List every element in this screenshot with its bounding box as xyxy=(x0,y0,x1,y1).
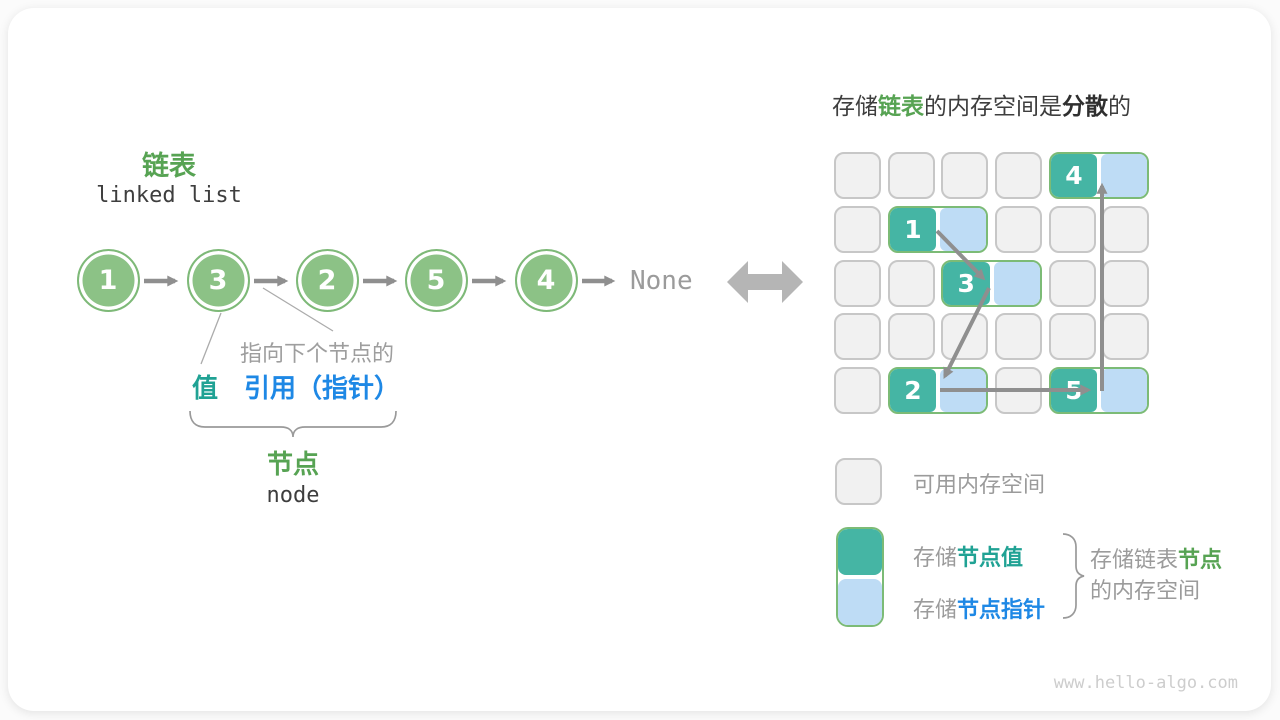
legend-node-pair-swatch xyxy=(836,527,884,627)
value-label: 值 xyxy=(192,374,219,404)
legend-group-label: 存储链表节点 的内存空间 xyxy=(1090,545,1222,607)
memory-free-cell xyxy=(1102,313,1149,360)
memory-node-pair: 1 xyxy=(888,206,988,253)
legend-value-label: 存储节点值 xyxy=(913,540,1023,572)
memory-free-cell xyxy=(941,313,988,360)
memory-free-cell xyxy=(995,313,1042,360)
memory-free-cell xyxy=(888,260,935,307)
legend-pointer-swatch xyxy=(838,579,882,625)
node-value: 5 xyxy=(426,265,446,296)
memory-node-value: 1 xyxy=(890,208,936,251)
memory-free-cell xyxy=(995,152,1042,199)
pointer-note-label: 指向下个节点的 xyxy=(240,342,395,367)
legend-group-line2: 的内存空间 xyxy=(1090,579,1201,604)
legend-pointer-term: 节点指针 xyxy=(957,598,1046,623)
memory-free-cell xyxy=(941,152,988,199)
memory-node-pair: 5 xyxy=(1049,367,1149,414)
memory-free-cell xyxy=(995,367,1042,414)
memory-title: 存储链表的内存空间是分散的 xyxy=(832,87,1131,121)
memory-title-prefix: 存储 xyxy=(832,94,878,120)
memory-free-cell xyxy=(834,313,881,360)
memory-free-cell xyxy=(1102,206,1149,253)
memory-free-cell xyxy=(834,206,881,253)
node-label-cn: 节点 xyxy=(266,450,319,480)
memory-free-cell xyxy=(1102,260,1149,307)
linked-list-node: 2 xyxy=(295,249,359,312)
node-value: 4 xyxy=(536,265,556,296)
memory-node-pointer xyxy=(940,208,986,251)
linked-list-heading-en: linked list xyxy=(96,183,242,208)
node-value: 2 xyxy=(317,265,337,296)
memory-node-value: 5 xyxy=(1051,369,1097,412)
memory-node-pair: 4 xyxy=(1049,152,1149,199)
linked-list-node: 4 xyxy=(514,249,578,312)
memory-node-pair: 2 xyxy=(888,367,988,414)
linked-list-node: 1 xyxy=(76,249,140,312)
node-value: 3 xyxy=(208,265,228,296)
memory-node-pointer xyxy=(1101,369,1147,412)
memory-free-cell xyxy=(888,313,935,360)
legend-group-node-term: 节点 xyxy=(1178,548,1223,573)
legend-value-swatch xyxy=(838,529,882,575)
legend-pointer-label: 存储节点指针 xyxy=(913,592,1045,624)
legend-group-prefix: 存储链表 xyxy=(1090,548,1179,573)
memory-node-pointer xyxy=(993,262,1040,305)
memory-title-middle: 的内存空间是 xyxy=(924,94,1062,120)
legend-free-cell-swatch xyxy=(835,458,882,505)
legend-free-label: 可用内存空间 xyxy=(913,473,1046,498)
memory-node-pair: 3 xyxy=(941,260,1042,307)
reference-label: 引用（指针） xyxy=(244,374,401,404)
legend-value-prefix: 存储 xyxy=(913,546,958,571)
memory-free-cell xyxy=(888,152,935,199)
memory-node-value: 4 xyxy=(1051,154,1097,197)
memory-node-value: 2 xyxy=(890,369,936,412)
legend-pointer-prefix: 存储 xyxy=(913,598,958,623)
node-label-en: node xyxy=(266,483,320,508)
memory-free-cell xyxy=(1049,260,1096,307)
memory-free-cell xyxy=(1049,206,1096,253)
memory-free-cell xyxy=(1049,313,1096,360)
linked-list-heading-cn: 链表 xyxy=(142,151,196,182)
memory-free-cell xyxy=(834,367,881,414)
memory-title-scattered: 分散 xyxy=(1062,94,1108,120)
none-terminator-label: None xyxy=(630,266,693,296)
memory-free-cell xyxy=(995,206,1042,253)
linked-list-node: 5 xyxy=(404,249,468,312)
memory-node-pointer xyxy=(1101,154,1147,197)
memory-free-cell xyxy=(834,152,881,199)
memory-title-linkedlist: 链表 xyxy=(878,94,924,120)
memory-free-cell xyxy=(834,260,881,307)
memory-node-pointer xyxy=(940,369,986,412)
legend-value-term: 节点值 xyxy=(957,546,1024,571)
node-value: 1 xyxy=(98,265,118,296)
website-watermark: www.hello-algo.com xyxy=(1053,673,1238,693)
memory-node-value: 3 xyxy=(943,262,990,305)
memory-title-suffix: 的 xyxy=(1108,94,1131,120)
linked-list-node: 3 xyxy=(186,249,250,312)
